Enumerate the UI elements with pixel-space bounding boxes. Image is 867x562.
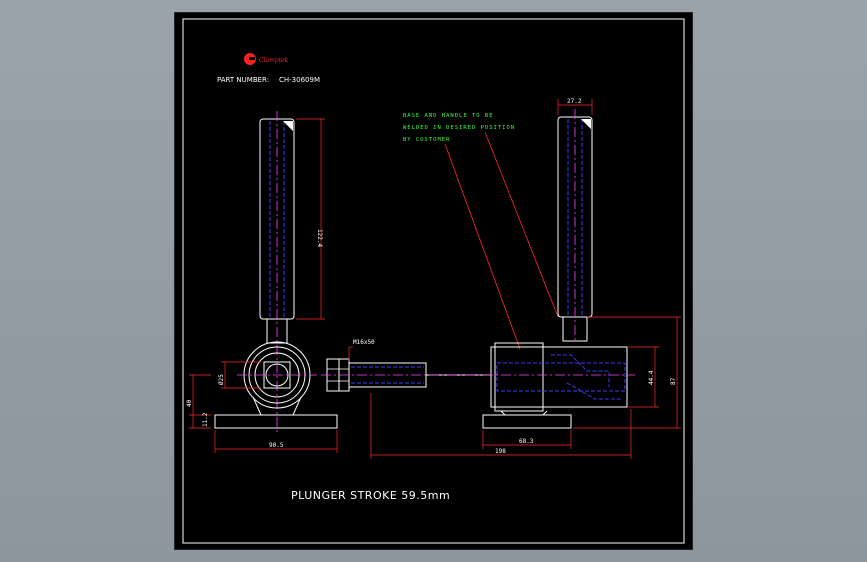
front-stem — [562, 317, 588, 342]
brand-logo: Clamptek — [244, 53, 289, 65]
dim-base-width-front: 68.3 — [519, 438, 534, 445]
note-leader-handle — [484, 131, 559, 318]
part-number: CH-30609M — [279, 76, 320, 84]
cad-drawing: Clamptek PART NUMBER: CH-30609M BASE AND… — [182, 18, 685, 544]
drawing-border — [182, 18, 685, 544]
front-dimensions: 27.2 M16x50 44.4 87 68.3 198 — [348, 98, 681, 459]
side-dimensions: 122.4 Ø25 40 11.2 90.5 — [186, 118, 338, 453]
front-cam-hidden — [551, 354, 610, 387]
front-body-collar — [494, 342, 544, 412]
front-base-plate — [482, 414, 572, 429]
plunger-stroke-note: PLUNGER STROKE 59.5mm — [291, 489, 450, 502]
front-plunger-hidden — [496, 362, 626, 392]
dim-side-height: 40 — [186, 399, 193, 407]
side-handle-chamfer — [283, 121, 293, 131]
dim-handle-length: 122.4 — [316, 229, 323, 247]
dim-thread-size: M16x50 — [353, 339, 375, 346]
logo-mark-cut — [249, 57, 255, 60]
dim-overall-height: 87 — [670, 377, 677, 385]
drawing-sheet: Clamptek PART NUMBER: CH-30609M BASE AND… — [175, 13, 692, 549]
front-plunger-body — [490, 346, 628, 408]
dim-bore-diameter: Ø25 — [218, 374, 225, 385]
side-stem — [266, 318, 288, 344]
part-number-label: PART NUMBER: — [217, 76, 269, 84]
brand-name: Clamptek — [259, 57, 289, 64]
front-handle-chamfer — [581, 119, 591, 129]
note-line-2: WELDED IN DESIRED POSITION — [403, 125, 515, 131]
side-view — [214, 111, 338, 433]
side-base-plate — [214, 414, 338, 429]
dim-handle-diameter: 27.2 — [567, 98, 582, 105]
front-view — [321, 109, 635, 429]
dim-body-height: 44.4 — [648, 370, 655, 385]
note-leader-base — [444, 143, 521, 350]
note-line-1: BASE AND HANDLE TO BE — [403, 113, 494, 119]
note-line-3: BY CUSTOMER — [403, 137, 450, 143]
dim-base-width-side: 90.5 — [269, 442, 284, 449]
dim-base-thickness: 11.2 — [202, 412, 209, 427]
dim-overall-length: 198 — [495, 448, 506, 455]
